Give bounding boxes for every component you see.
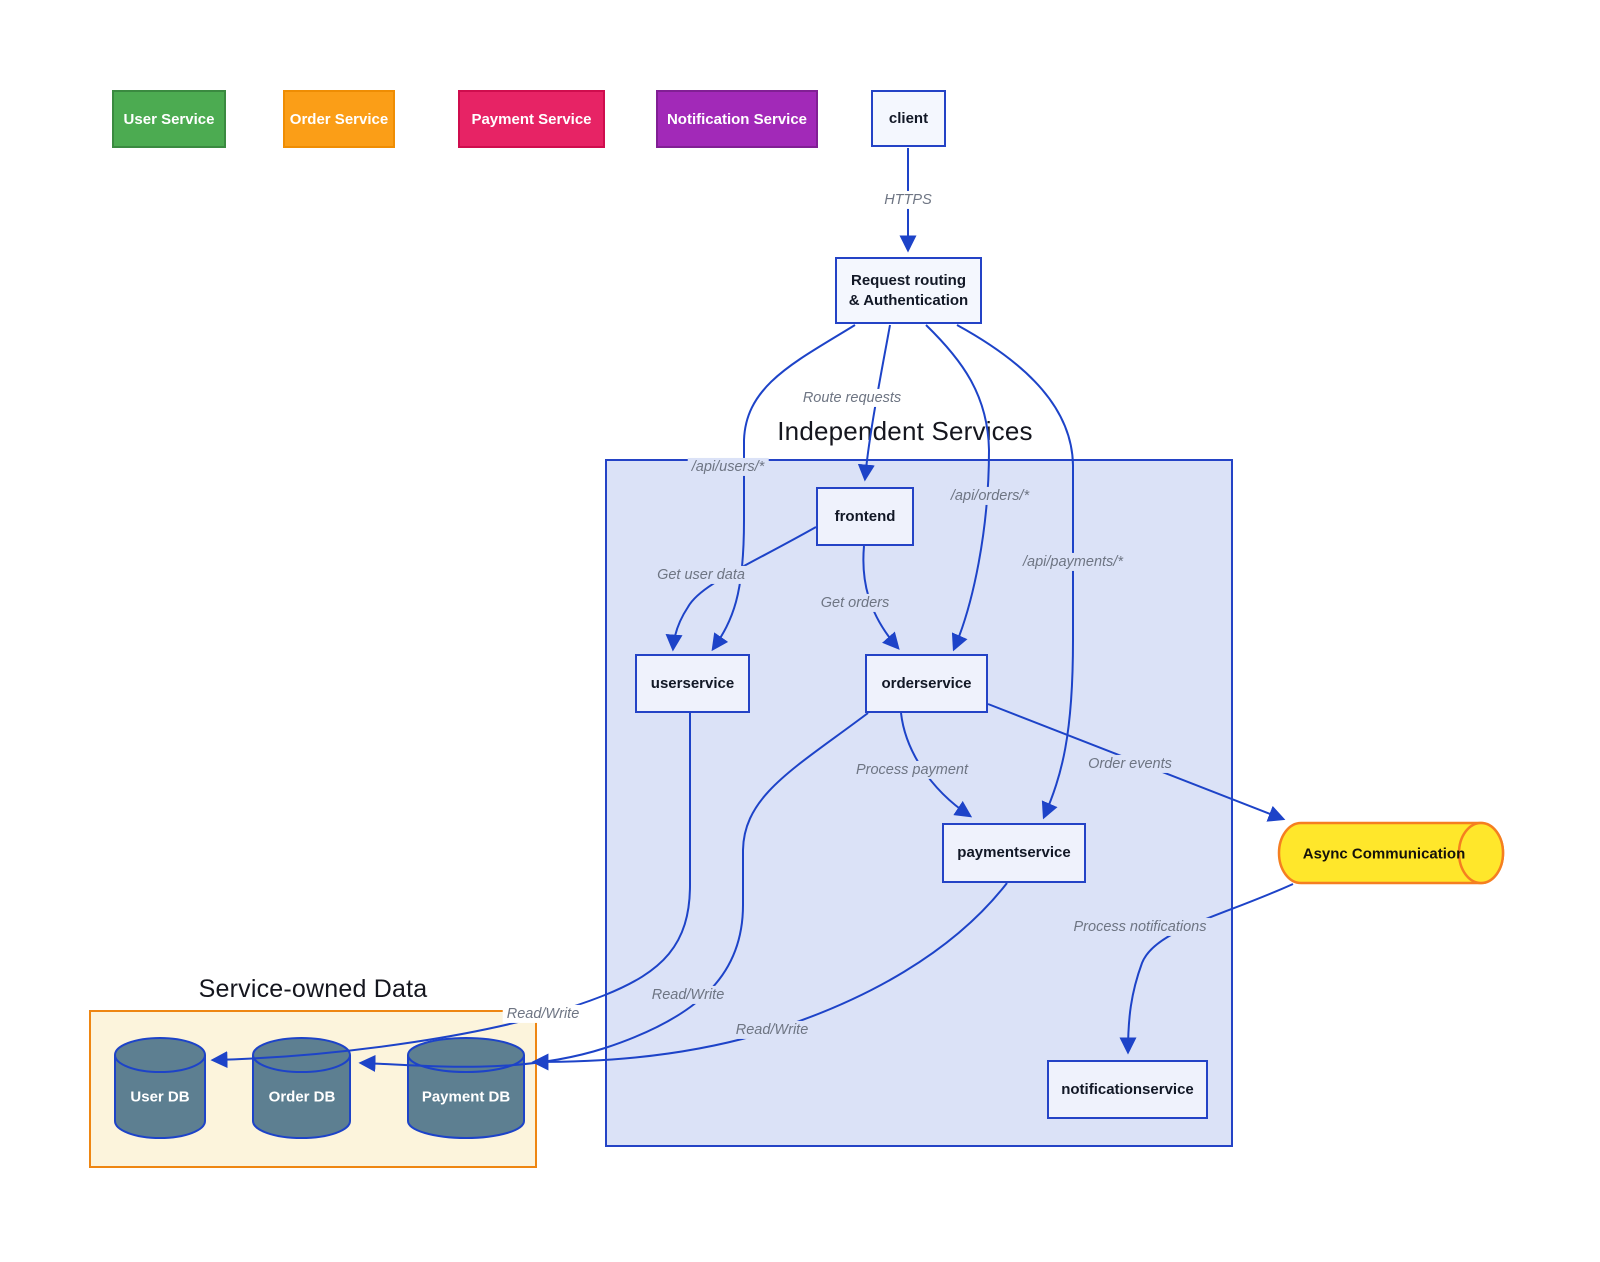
edge-orderservice-orderdb	[358, 712, 869, 1072]
user-db-cylinder	[114, 1037, 206, 1139]
node-client: client	[871, 90, 946, 147]
async-communication-label: Async Communication	[1302, 845, 1466, 863]
payment-db-cylinder	[407, 1037, 525, 1139]
edge-label: Read/Write	[502, 1004, 584, 1024]
independent-services-title: Independent Services	[777, 416, 1033, 446]
edge-routing-userservice	[711, 324, 856, 652]
routing-label-line1: Request routing	[851, 272, 966, 289]
db-label-order-db: Order DB	[268, 1088, 336, 1106]
edge-label: HTTPS	[880, 190, 936, 210]
legend-box-order-service: Order Service	[283, 90, 395, 148]
edge-frontend-userservice	[665, 526, 817, 652]
node-request-routing: Request routing & Authentication	[835, 257, 982, 324]
routing-label-line2: & Authentication	[848, 291, 969, 309]
service-owned-data-title: Service-owned Data	[198, 975, 428, 1003]
edge-label: Order events	[1084, 754, 1176, 774]
edge-label: Process payment	[851, 760, 973, 780]
legend-box-notification-service: Notification Service	[656, 90, 818, 148]
edge-label: Get user data	[653, 565, 749, 585]
db-label-payment-db: Payment DB	[421, 1088, 511, 1106]
edge-label: Process notifications	[1069, 917, 1211, 937]
edge-label: /api/orders/*	[946, 486, 1034, 506]
edge-label: Get orders	[816, 593, 894, 613]
async-communication-cylinder	[1277, 821, 1505, 885]
legend-box-payment-service: Payment Service	[458, 90, 605, 148]
node-notificationservice: notificationservice	[1047, 1060, 1208, 1119]
edge-routing-paymentservice	[956, 324, 1074, 820]
legend-box-user-service: User Service	[112, 90, 226, 148]
edge-label: /api/users/*	[687, 457, 769, 477]
node-userservice: userservice	[635, 654, 750, 713]
edge-async-notificationservice	[1119, 883, 1294, 1055]
node-paymentservice: paymentservice	[942, 823, 1086, 883]
edge-label: Read/Write	[647, 985, 729, 1005]
db-label-user-db: User DB	[130, 1088, 190, 1106]
edge-label: /api/payments/*	[1019, 552, 1127, 572]
edge-userservice-userdb	[210, 713, 691, 1069]
node-frontend: frontend	[816, 487, 914, 546]
edge-label: Route requests	[798, 388, 906, 408]
edge-label: Read/Write	[731, 1020, 813, 1040]
edge-routing-orderservice	[925, 324, 991, 652]
node-orderservice: orderservice	[865, 654, 988, 713]
